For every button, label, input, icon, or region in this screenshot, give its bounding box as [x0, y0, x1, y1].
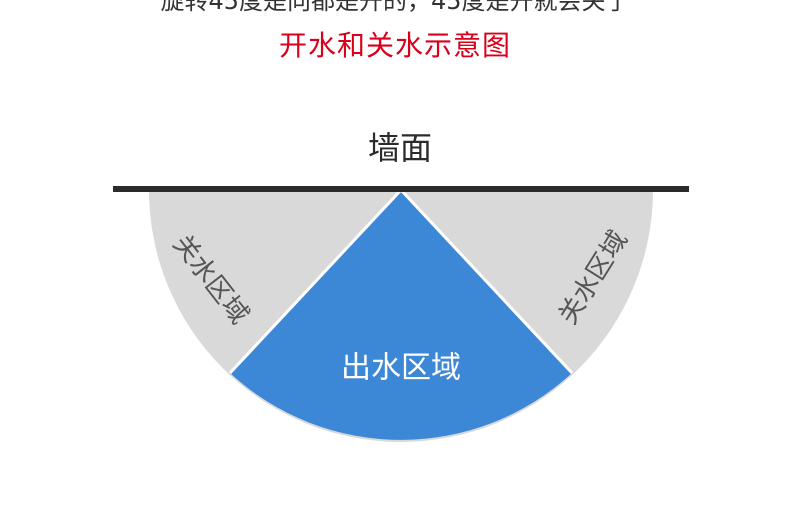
wall-line [113, 186, 689, 192]
separator-left [228, 188, 403, 375]
separator-right [399, 188, 574, 375]
top-caption: 旋转45度是向都是开的，45度是开就会关了 [160, 0, 630, 15]
diagram-title: 开水和关水示意图 [278, 29, 511, 62]
water-zone-sector [230, 190, 572, 440]
zone-label-center: 出水区域 [341, 351, 461, 386]
wall-label: 墙面 [367, 129, 432, 167]
